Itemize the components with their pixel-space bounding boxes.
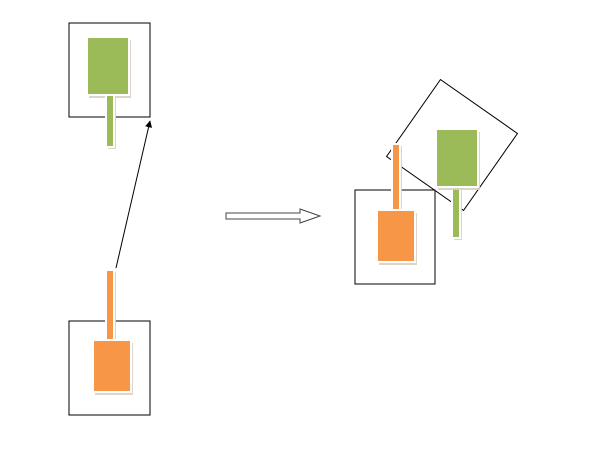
green-block [435,128,479,188]
connector-arrow [115,120,152,269]
transition-arrow [225,208,322,224]
left-panel [68,22,152,416]
bottom-orange-module [68,269,151,416]
green-block [86,36,130,96]
orange-stem [105,269,115,343]
green-stem [451,185,461,239]
top-green-module [68,22,151,149]
orange-pin [376,143,417,265]
rotated-green-module [385,78,519,240]
orange-stem [391,143,401,215]
right-panel [354,78,519,285]
right-orange-module [354,143,436,285]
orange-block [376,209,416,263]
green-pin [435,128,480,240]
rotated-frame [385,78,519,212]
green-pin [86,36,131,149]
orange-pin [92,269,133,395]
orange-block [92,339,132,393]
green-stem [105,94,115,148]
hollow-right-arrow [225,208,322,224]
